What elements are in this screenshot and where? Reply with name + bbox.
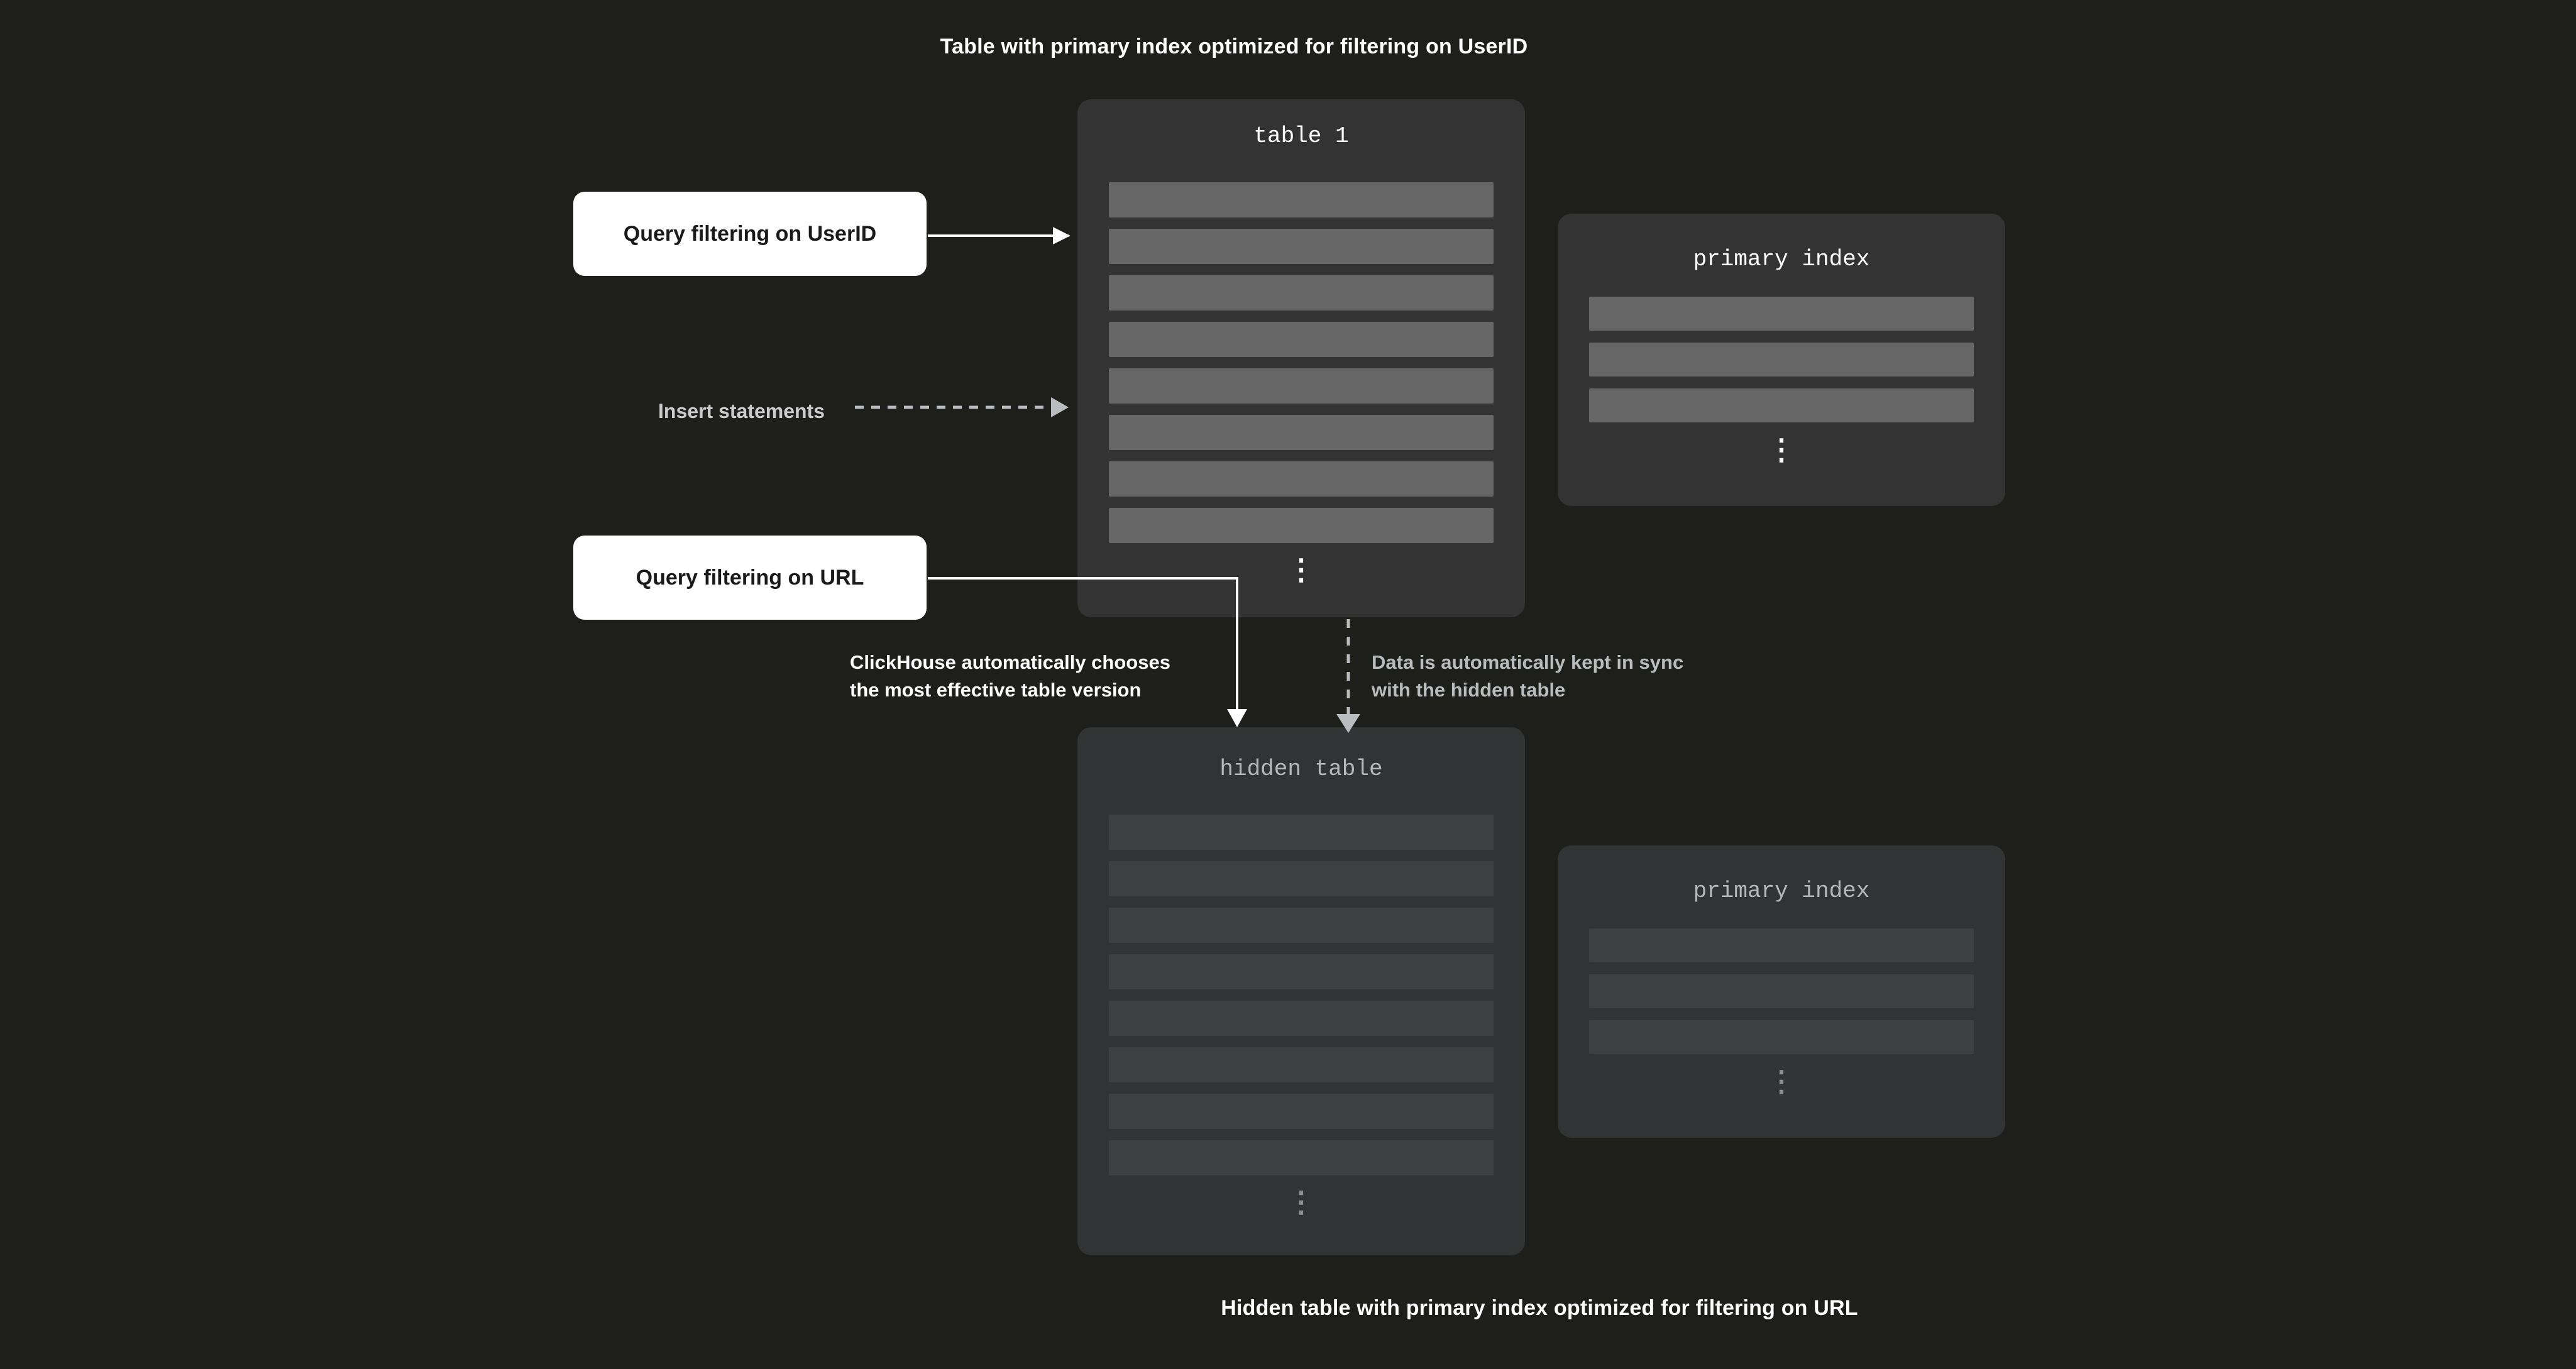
hidden-table-row [1109, 1047, 1494, 1082]
query-filtering-url-callout[interactable]: Query filtering on URL [573, 536, 927, 620]
table-1-row [1109, 322, 1494, 357]
primary-index-top-row [1589, 297, 1974, 331]
hidden-table-row [1109, 908, 1494, 943]
primary-index-top-row [1589, 388, 1974, 422]
hidden-table-title: hidden table [1219, 756, 1383, 782]
hidden-table-row [1109, 1140, 1494, 1175]
hidden-table-row [1109, 1094, 1494, 1129]
primary-index-bottom-title: primary index [1693, 878, 1870, 904]
table-1-ellipsis-icon: ⋮ [1287, 553, 1316, 586]
table-1-row [1109, 368, 1494, 404]
hidden-table-row [1109, 815, 1494, 850]
arrow-url-to-hidden-table-head [1227, 709, 1247, 727]
table-1-row [1109, 275, 1494, 311]
hidden-table-rows [1077, 815, 1525, 1187]
chooses-table-version-annotation: ClickHouse automatically chooses the mos… [850, 651, 1170, 701]
hidden-table-card: hidden table ⋮ [1077, 727, 1525, 1255]
table-1-row [1109, 461, 1494, 497]
top-caption: Table with primary index optimized for f… [940, 35, 1528, 58]
primary-index-top-card: primary index ⋮ [1558, 214, 2005, 506]
primary-index-top-rows [1558, 297, 2005, 434]
primary-index-bottom-card: primary index ⋮ [1558, 845, 2005, 1138]
hidden-table-row [1109, 954, 1494, 989]
table-1-card: table 1 ⋮ [1077, 99, 1525, 617]
hidden-table-row [1109, 861, 1494, 896]
primary-index-top-row [1589, 343, 1974, 377]
table-1-title: table 1 [1253, 123, 1349, 149]
hidden-table-row [1109, 1001, 1494, 1036]
table-1-row [1109, 415, 1494, 450]
kept-in-sync-annotation: Data is automatically kept in sync with … [1372, 651, 1684, 701]
table-1-row [1109, 182, 1494, 217]
table-1-row [1109, 229, 1494, 264]
table-1-row [1109, 508, 1494, 543]
primary-index-bottom-row [1589, 1020, 1974, 1054]
primary-index-bottom-rows [1558, 928, 2005, 1066]
arrow-insert-statements-head [1051, 397, 1069, 417]
table-1-rows [1077, 182, 1525, 554]
hidden-table-ellipsis-icon: ⋮ [1287, 1185, 1316, 1218]
primary-index-top-title: primary index [1693, 246, 1870, 272]
primary-index-bottom-row [1589, 974, 1974, 1008]
bottom-caption: Hidden table with primary index optimize… [1221, 1296, 1858, 1320]
insert-statements-label: Insert statements [658, 400, 825, 422]
primary-index-bottom-row [1589, 928, 1974, 962]
primary-index-bottom-ellipsis-icon: ⋮ [1767, 1065, 1796, 1097]
primary-index-top-ellipsis-icon: ⋮ [1767, 433, 1796, 466]
query-filtering-userid-callout[interactable]: Query filtering on UserID [573, 192, 927, 276]
